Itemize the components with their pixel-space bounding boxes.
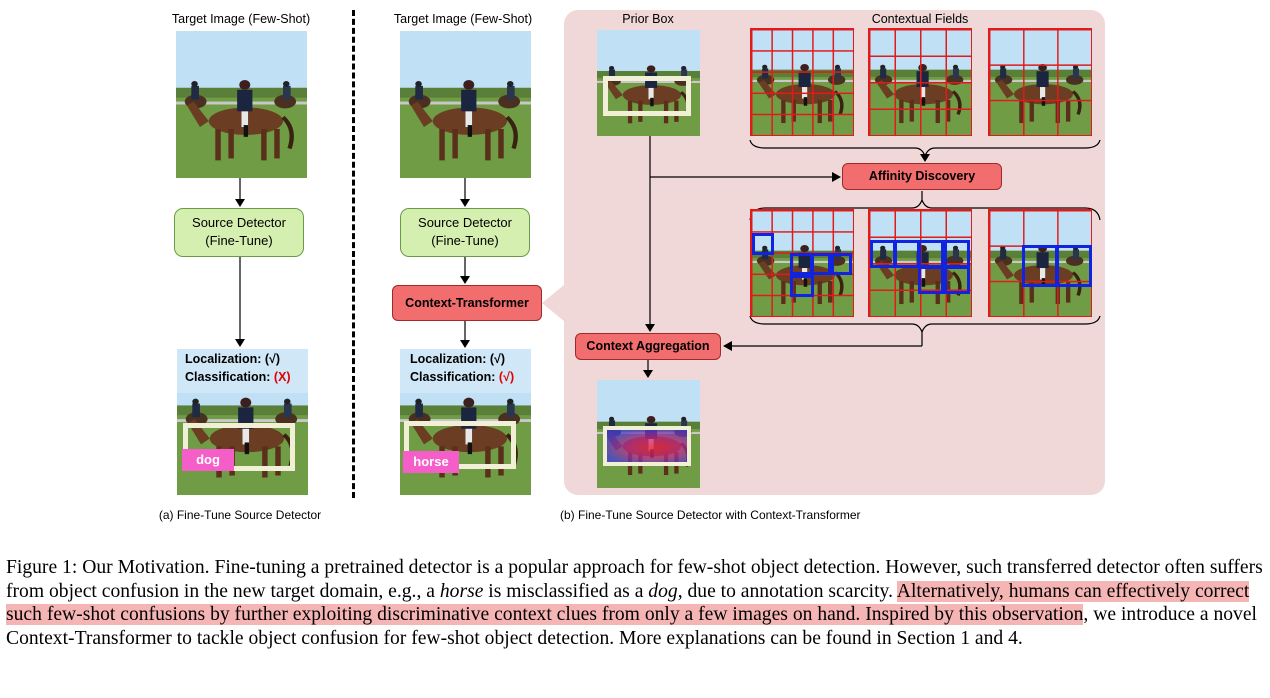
affinity-box [752,233,774,255]
prior-box [603,76,691,116]
prior-box-label: Prior Box [622,12,674,26]
context-heatmap [603,426,691,466]
caption-dog: dog [648,580,678,602]
panel-a-source-detector: Source Detector (Fine-Tune) [174,208,304,257]
caption-part4: , we introduce a novel Context-Transform… [6,604,1257,649]
classification-mark: (√) [498,370,515,384]
panel-b-arrow-3 [460,321,470,348]
affinity-discovery-box: Affinity Discovery [842,163,1002,190]
affinity-box [1022,245,1058,287]
caption-horse: horse [439,580,484,602]
dashed-divider [352,10,355,498]
affinity-field-3 [988,209,1092,317]
affinity-box [894,240,920,268]
aggregated-output-image [597,380,700,488]
contextual-field-2 [868,28,972,136]
panel-b-arrow-2 [460,257,470,284]
panel-a-result-image: Localization: (√) Classification: (X) do… [177,349,308,495]
contextual-field-3 [988,28,1092,136]
panel-b-target-image [400,31,531,178]
prior-box-image [597,30,700,136]
affinity-field-2 [868,209,972,317]
context-aggregation-box: Context Aggregation [575,333,721,360]
classification-text: Classification: [185,370,274,384]
localization-mark: (√) [489,352,506,366]
affinity-box [1056,245,1092,287]
detection-box [183,423,295,471]
panel-a-target-label: Target Image (Few-Shot) [171,12,311,26]
caption-part2: is misclassified as a [483,580,649,602]
affinity-box [810,253,834,275]
localization-mark: (√) [264,352,281,366]
localization-text: Localization: [185,352,265,366]
affinity-field-1 [750,209,854,317]
class-label: dog [182,449,234,471]
source-detector-line1: Source Detector [192,215,286,230]
context-transformer-box: Context-Transformer [392,285,542,321]
caption-part3: , due to annotation scarcity. [677,580,897,602]
affinity-box [918,240,944,268]
caption-part1: Figure 1: Our Motivation. Fine-tuning a … [6,557,1263,602]
figure-caption: Figure 1: Our Motivation. Fine-tuning a … [6,556,1264,650]
panel-a-target-image [176,31,307,178]
affinity-box [870,240,896,268]
panel-pointer [542,285,564,321]
panel-a-arrow-2 [235,257,245,347]
affinity-box [944,266,970,294]
affinity-box [918,266,944,294]
classification-mark: (X) [273,370,291,384]
panel-b-target-label: Target Image (Few-Shot) [393,12,533,26]
detection-box [404,421,516,469]
panel-b-arrow-1 [460,178,470,207]
classification-text: Classification: [410,370,499,384]
panel-b-result-image: Localization: (√) Classification: (√) ho… [400,349,531,495]
contextual-field-1 [750,28,854,136]
contextual-fields-label: Contextual Fields [871,12,969,26]
panel-a-caption: (a) Fine-Tune Source Detector [158,508,322,522]
panel-b-caption: (b) Fine-Tune Source Detector with Conte… [560,508,861,522]
source-detector-line2: (Fine-Tune) [431,233,499,248]
flow-arrows [643,136,1101,378]
source-detector-line2: (Fine-Tune) [205,233,273,248]
class-label: horse [403,451,459,473]
affinity-box [790,275,814,297]
panel-b-source-detector: Source Detector (Fine-Tune) [400,208,530,257]
affinity-box [944,240,970,268]
localization-text: Localization: [410,352,490,366]
affinity-box [828,253,852,275]
source-detector-line1: Source Detector [418,215,512,230]
panel-a-arrow-1 [235,178,245,207]
